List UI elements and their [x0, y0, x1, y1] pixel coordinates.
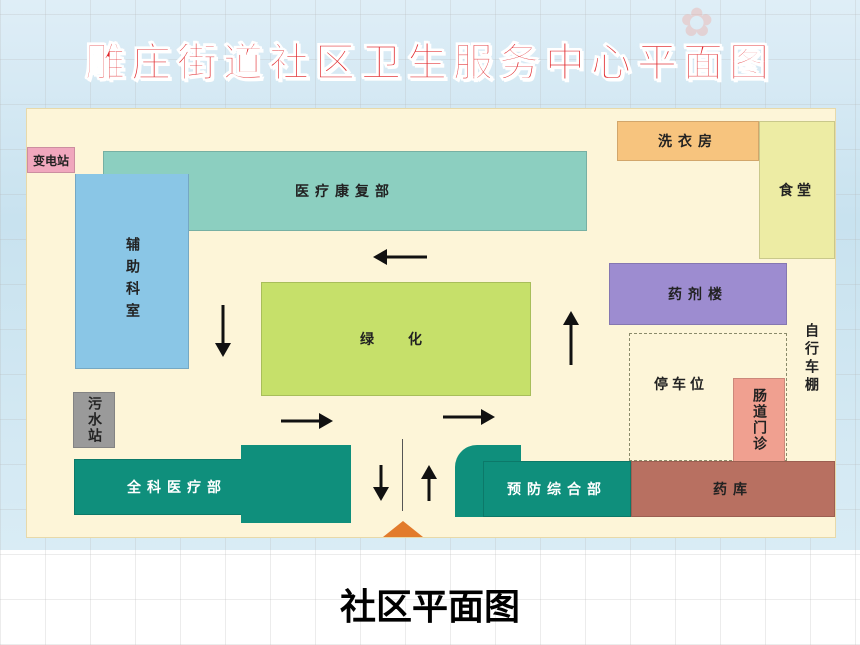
arrow-left-icon — [373, 249, 427, 265]
bike-shed: 自行车棚 — [793, 309, 829, 409]
decorative-watermark: ✿ — [680, 0, 714, 46]
room-label: 食堂 — [779, 183, 815, 199]
room-label: 药库 — [713, 482, 753, 498]
arrow-up-icon — [421, 465, 437, 501]
room-gastro-clinic: 肠道门诊 — [733, 378, 785, 462]
arrow-right-icon — [443, 409, 495, 425]
room-label: 洗衣房 — [658, 134, 718, 150]
arrow-right-icon — [281, 413, 333, 429]
room-sewage: 污水站 — [73, 392, 115, 448]
room-pharmacy-building: 药剂楼 — [609, 263, 787, 325]
room-label: 药剂楼 — [668, 287, 728, 303]
arrow-down-icon — [215, 305, 231, 357]
room-auxiliary: 辅助科室 — [75, 174, 189, 369]
room-label: 污水站 — [86, 396, 102, 444]
room-laundry: 洗衣房 — [617, 121, 759, 161]
room-label: 预防综合部 — [507, 482, 607, 498]
parking-area: 停车位 — [629, 333, 787, 461]
room-substation: 变电站 — [27, 147, 75, 173]
arrow-down-icon — [373, 465, 389, 501]
room-canteen: 食堂 — [759, 121, 835, 259]
caption: 社区平面图 — [339, 587, 520, 628]
room-label: 变电站 — [32, 153, 69, 168]
room-general-medicine-wing — [241, 445, 351, 523]
page-title: 雕庄街道社区卫生服务中心平面图 — [85, 40, 775, 87]
entrance-marker — [383, 521, 423, 537]
room-label: 医疗康复部 — [295, 184, 395, 200]
greenery-area: 绿 化 — [261, 282, 531, 396]
room-label: 自行车棚 — [803, 323, 819, 395]
room-label: 停车位 — [654, 377, 708, 393]
room-prevention-main: 预防综合部 — [483, 461, 631, 517]
arrow-up-icon — [563, 311, 579, 365]
room-label: 肠道门诊 — [751, 388, 767, 452]
room-label: 辅助科室 — [124, 237, 140, 325]
floor-plan: 变电站 医疗康复部 辅助科室 污水站 绿 化 全科医疗部 预防综合部 洗衣房 食… — [26, 108, 836, 538]
entrance-divider — [402, 439, 403, 511]
room-label: 全科医疗部 — [127, 480, 227, 496]
room-drug-store: 药库 — [631, 461, 835, 517]
room-label: 绿 化 — [360, 332, 432, 348]
